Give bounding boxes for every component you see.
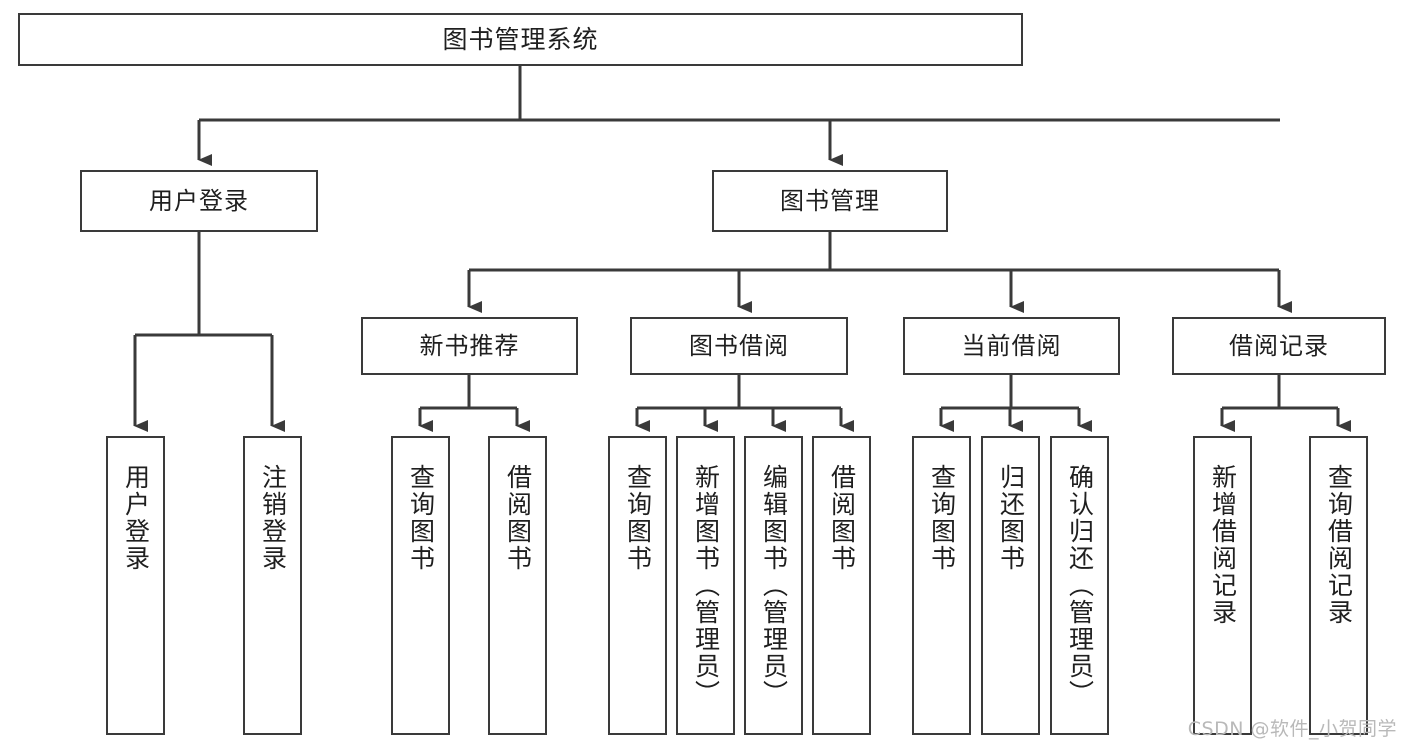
watermark: CSDN @软件_小贺同学 (1187, 718, 1397, 740)
node-book-management-label: 图书管理 (780, 186, 880, 215)
node-leaf-borrowrecord-query-record-label: 查询借阅记录 (1324, 464, 1354, 626)
node-leaf-currentborrow-confirm-return[interactable]: 确认归还（管理员） (1050, 436, 1109, 735)
node-user-login-label: 用户登录 (149, 186, 249, 215)
node-new-book-recommend[interactable]: 新书推荐 (361, 317, 578, 375)
node-leaf-bookborrow-edit-book[interactable]: 编辑图书（管理员） (744, 436, 803, 735)
node-leaf-bookborrow-add-book[interactable]: 新增图书（管理员） (676, 436, 735, 735)
node-root[interactable]: 图书管理系统 (18, 13, 1023, 66)
node-leaf-bookborrow-query-book[interactable]: 查询图书 (608, 436, 667, 735)
node-leaf-bookborrow-borrow-book[interactable]: 借阅图书 (812, 436, 871, 735)
node-leaf-logout-label: 注销登录 (258, 464, 288, 572)
node-leaf-bookborrow-query-book-label: 查询图书 (623, 464, 653, 572)
node-leaf-newbook-borrow-book[interactable]: 借阅图书 (488, 436, 547, 735)
node-leaf-newbook-query-book[interactable]: 查询图书 (391, 436, 450, 735)
node-leaf-borrowrecord-query-record[interactable]: 查询借阅记录 (1309, 436, 1368, 735)
node-leaf-newbook-query-book-label: 查询图书 (406, 464, 436, 572)
node-leaf-currentborrow-query-book[interactable]: 查询图书 (912, 436, 971, 735)
node-leaf-bookborrow-add-book-label: 新增图书（管理员） (691, 464, 721, 707)
node-leaf-currentborrow-return-book-label: 归还图书 (996, 464, 1026, 572)
node-book-management[interactable]: 图书管理 (712, 170, 948, 232)
node-leaf-user-login[interactable]: 用户登录 (106, 436, 165, 735)
node-borrow-record-label: 借阅记录 (1229, 331, 1329, 360)
node-current-borrow[interactable]: 当前借阅 (903, 317, 1120, 375)
node-root-label: 图书管理系统 (442, 24, 599, 54)
node-leaf-currentborrow-confirm-return-label: 确认归还（管理员） (1065, 464, 1095, 707)
node-leaf-bookborrow-borrow-book-label: 借阅图书 (827, 464, 857, 572)
node-current-borrow-label: 当前借阅 (961, 331, 1062, 360)
node-leaf-currentborrow-return-book[interactable]: 归还图书 (981, 436, 1040, 735)
node-new-book-recommend-label: 新书推荐 (419, 331, 520, 360)
node-leaf-bookborrow-edit-book-label: 编辑图书（管理员） (759, 464, 789, 707)
node-leaf-newbook-borrow-book-label: 借阅图书 (503, 464, 533, 572)
node-book-borrow[interactable]: 图书借阅 (630, 317, 848, 375)
node-leaf-borrowrecord-add-record-label: 新增借阅记录 (1208, 464, 1238, 626)
node-borrow-record[interactable]: 借阅记录 (1172, 317, 1386, 375)
node-user-login[interactable]: 用户登录 (80, 170, 318, 232)
node-leaf-currentborrow-query-book-label: 查询图书 (927, 464, 957, 572)
node-leaf-logout[interactable]: 注销登录 (243, 436, 302, 735)
node-book-borrow-label: 图书借阅 (689, 331, 789, 360)
node-leaf-user-login-label: 用户登录 (121, 464, 151, 572)
node-leaf-borrowrecord-add-record[interactable]: 新增借阅记录 (1193, 436, 1252, 735)
